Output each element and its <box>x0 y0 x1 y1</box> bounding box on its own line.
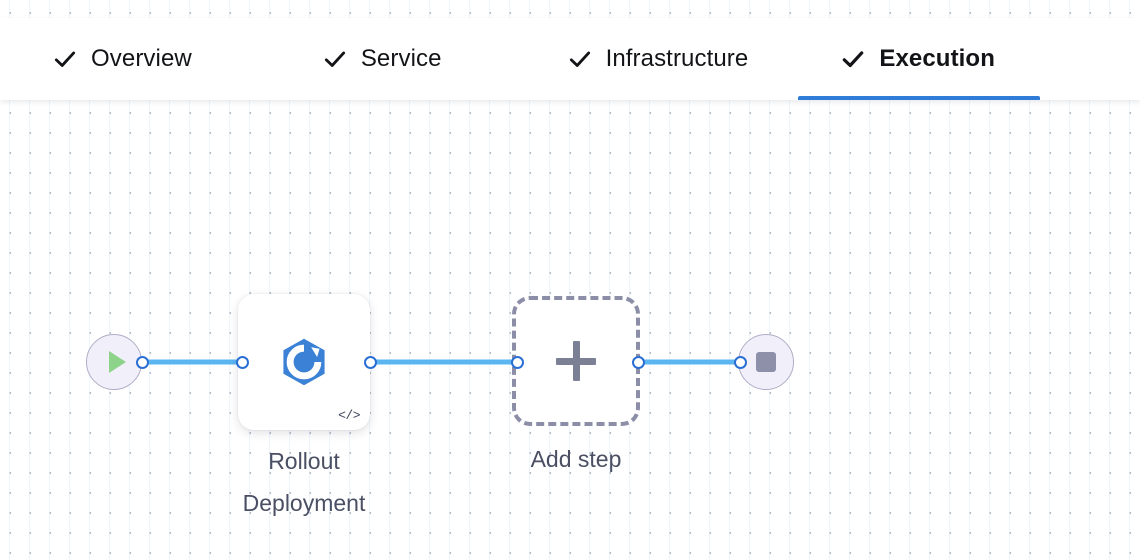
handle-end-target[interactable] <box>733 355 747 369</box>
plus-icon <box>556 341 596 381</box>
play-icon <box>108 351 126 373</box>
handle-rollout-target[interactable] <box>235 355 249 369</box>
tab-label: Infrastructure <box>605 45 749 72</box>
node-start[interactable] <box>86 334 142 390</box>
handle-addstep-target[interactable] <box>510 355 524 369</box>
code-badge-icon: </> <box>338 408 360 423</box>
rollout-deployment-icon <box>283 338 325 386</box>
add-step-button[interactable] <box>512 296 640 426</box>
node-label-rollout-deployment: Rollout Deployment <box>242 448 366 516</box>
check-icon <box>840 46 866 72</box>
node-rollout-deployment[interactable]: </> <box>238 294 370 430</box>
node-label-add-step: Add step <box>530 446 622 472</box>
wizard-tab-list: Overview Service Infrastructur <box>0 18 1140 100</box>
handle-addstep-source[interactable] <box>631 355 645 369</box>
end-terminal-circle[interactable] <box>738 334 794 390</box>
stop-icon <box>756 352 776 372</box>
tab-label: Service <box>360 45 442 72</box>
tab-overview[interactable]: Overview <box>32 18 212 100</box>
wizard-tab-bar: Overview Service Infrastructur <box>0 18 1140 100</box>
step-card[interactable]: </> <box>238 294 370 430</box>
tab-execution[interactable]: Execution <box>798 18 1041 100</box>
tab-service[interactable]: Service <box>302 18 462 100</box>
handle-rollout-source[interactable] <box>363 355 377 369</box>
pipeline-flow-graph[interactable]: </> Rollout Deployment Add step <box>0 100 1140 560</box>
tab-active-indicator <box>798 96 1041 100</box>
node-add-step[interactable] <box>512 296 640 426</box>
handle-start-source[interactable] <box>135 355 149 369</box>
check-icon <box>322 46 348 72</box>
check-icon <box>567 46 593 72</box>
check-icon <box>52 46 78 72</box>
node-end[interactable] <box>738 334 794 390</box>
start-terminal-circle[interactable] <box>86 334 142 390</box>
tab-label: Overview <box>91 45 192 72</box>
tab-infrastructure[interactable]: Infrastructure <box>547 18 769 100</box>
tab-label: Execution <box>879 45 995 72</box>
